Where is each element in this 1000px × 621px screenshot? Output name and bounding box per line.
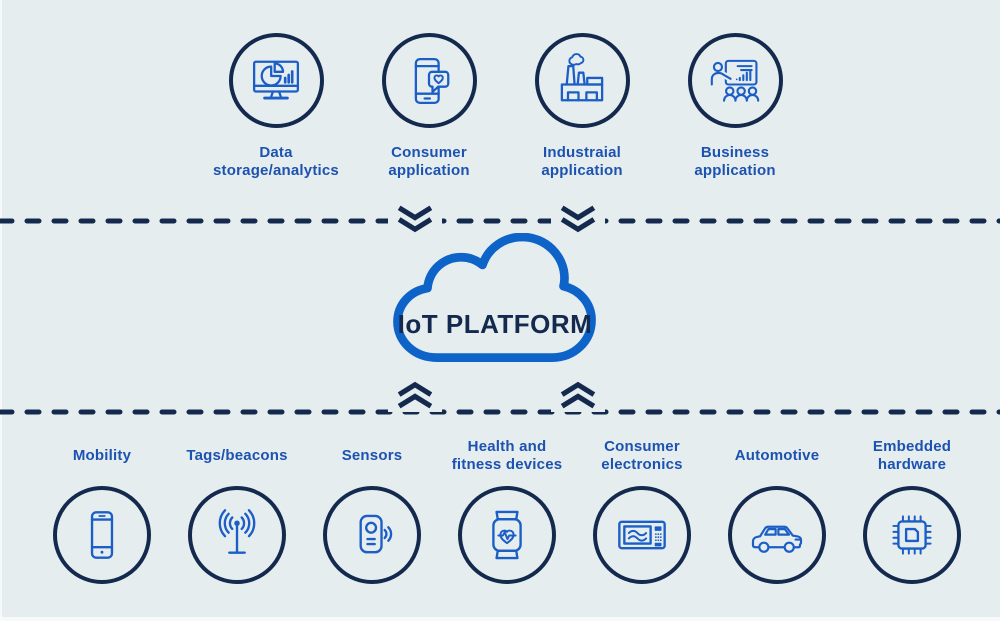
item-data-storage-analytics: Data storage/analytics [200,33,353,180]
item-label: Sensors [341,447,403,464]
double-chevron-down-icon [388,202,442,238]
upper-dashed-divider [0,211,1000,224]
icon-circle [534,33,630,128]
item-label: Business application [694,144,776,179]
item-health-fitness-devices: Health and fitness devices [440,437,575,584]
item-label: Consumer electronics [601,438,683,473]
presentation-icon [707,53,763,109]
icon-circle [458,486,556,584]
icon-circle [53,486,151,584]
item-industrial-application: Industraial application [506,33,659,180]
icon-circle [728,486,826,584]
item-consumer-application: Consumer application [353,33,506,180]
item-label: Industraial application [541,144,623,179]
icon-circle [863,486,961,584]
item-sensors: Sensors [305,437,440,584]
icon-circle [687,33,783,128]
smartphone-icon [73,506,131,564]
lower-dashed-divider [0,402,1000,415]
smartwatch-icon [478,506,536,564]
item-mobility: Mobility [35,437,170,584]
icon-circle [188,486,286,584]
double-chevron-up-icon [388,376,442,412]
monitor-analytics-icon [248,53,304,109]
item-label: Consumer application [388,144,470,179]
iot-platform-cloud: IoT PLATFORM [384,233,606,378]
platform-title: IoT PLATFORM [397,309,593,339]
beacon-antenna-icon [208,506,266,564]
icon-circle [593,486,691,584]
factory-icon [554,52,610,109]
item-business-application: Business application [659,33,812,180]
double-chevron-up-icon [551,376,605,412]
item-label: Data storage/analytics [213,144,339,179]
page-bottom-edge [0,617,1000,621]
item-label: Mobility [72,447,132,464]
icon-circle [381,33,477,128]
item-label: Embedded hardware [872,438,952,473]
car-icon [748,506,806,564]
double-chevron-down-icon [551,202,605,238]
applications-row: Data storage/analytics Cons [0,33,1000,180]
item-embedded-hardware: Embedded hardware [845,437,980,584]
motion-sensor-icon [343,506,401,564]
microwave-icon [613,506,671,564]
icon-circle [228,33,324,128]
item-consumer-electronics: Consumer electronics [575,437,710,584]
item-automotive: Automotive [710,437,845,584]
item-tags-beacons: Tags/beacons [170,437,305,584]
cloud-icon [393,233,596,362]
item-label: Automotive [734,447,820,464]
item-label: Tags/beacons [186,447,288,464]
icon-circle [323,486,421,584]
devices-row: Mobility Tags/beacons [0,437,1000,584]
item-label: Health and fitness devices [451,438,563,473]
phone-heart-icon [401,53,457,109]
chip-icon [883,506,941,564]
page-left-edge [0,0,2,621]
